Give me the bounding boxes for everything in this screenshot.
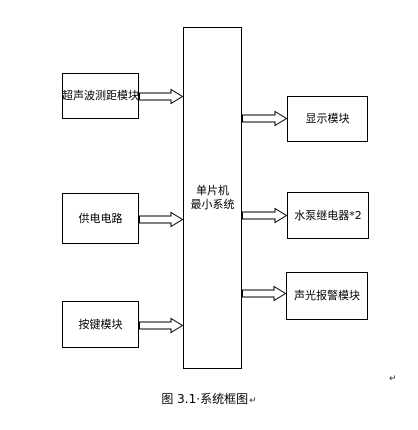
alarm-module-label: 声光报警模块 — [294, 289, 360, 303]
pump-relay-label: 水泵继电器*2 — [294, 208, 362, 222]
mcu-box: 单片机 最小系统 — [183, 27, 242, 369]
power-circuit-label: 供电电路 — [78, 211, 123, 225]
pump-relay-box: 水泵继电器*2 — [287, 192, 369, 239]
mcu-label-line2: 最小系统 — [190, 198, 235, 211]
ultrasonic-module-label: 超声波测距模块 — [62, 89, 139, 103]
figure-caption: 图 3.1·系统框图↵ — [0, 390, 418, 407]
arrow-ultrasonic-to-mcu — [139, 88, 184, 105]
caption-text: 图 3.1·系统框图 — [161, 392, 249, 406]
arrow-mcu-to-relay — [242, 207, 288, 224]
alarm-module-box: 声光报警模块 — [286, 272, 368, 320]
key-module-box: 按键模块 — [62, 301, 139, 348]
mcu-label: 单片机 最小系统 — [191, 184, 235, 213]
arrow-mcu-to-alarm — [242, 285, 287, 302]
caption-paragraph-mark: ↵ — [249, 396, 257, 406]
arrow-power-to-mcu — [139, 211, 184, 228]
key-module-label: 按键模块 — [78, 317, 123, 331]
ultrasonic-module-box: 超声波测距模块 — [62, 73, 139, 119]
display-module-box: 显示模块 — [287, 96, 368, 142]
arrow-mcu-to-display — [242, 110, 288, 127]
mcu-label-line1: 单片机 — [196, 183, 229, 197]
power-circuit-box: 供电电路 — [62, 193, 139, 244]
arrow-keys-to-mcu — [139, 317, 184, 334]
paragraph-mark: ↵ — [389, 374, 397, 384]
display-module-label: 显示模块 — [305, 112, 350, 126]
